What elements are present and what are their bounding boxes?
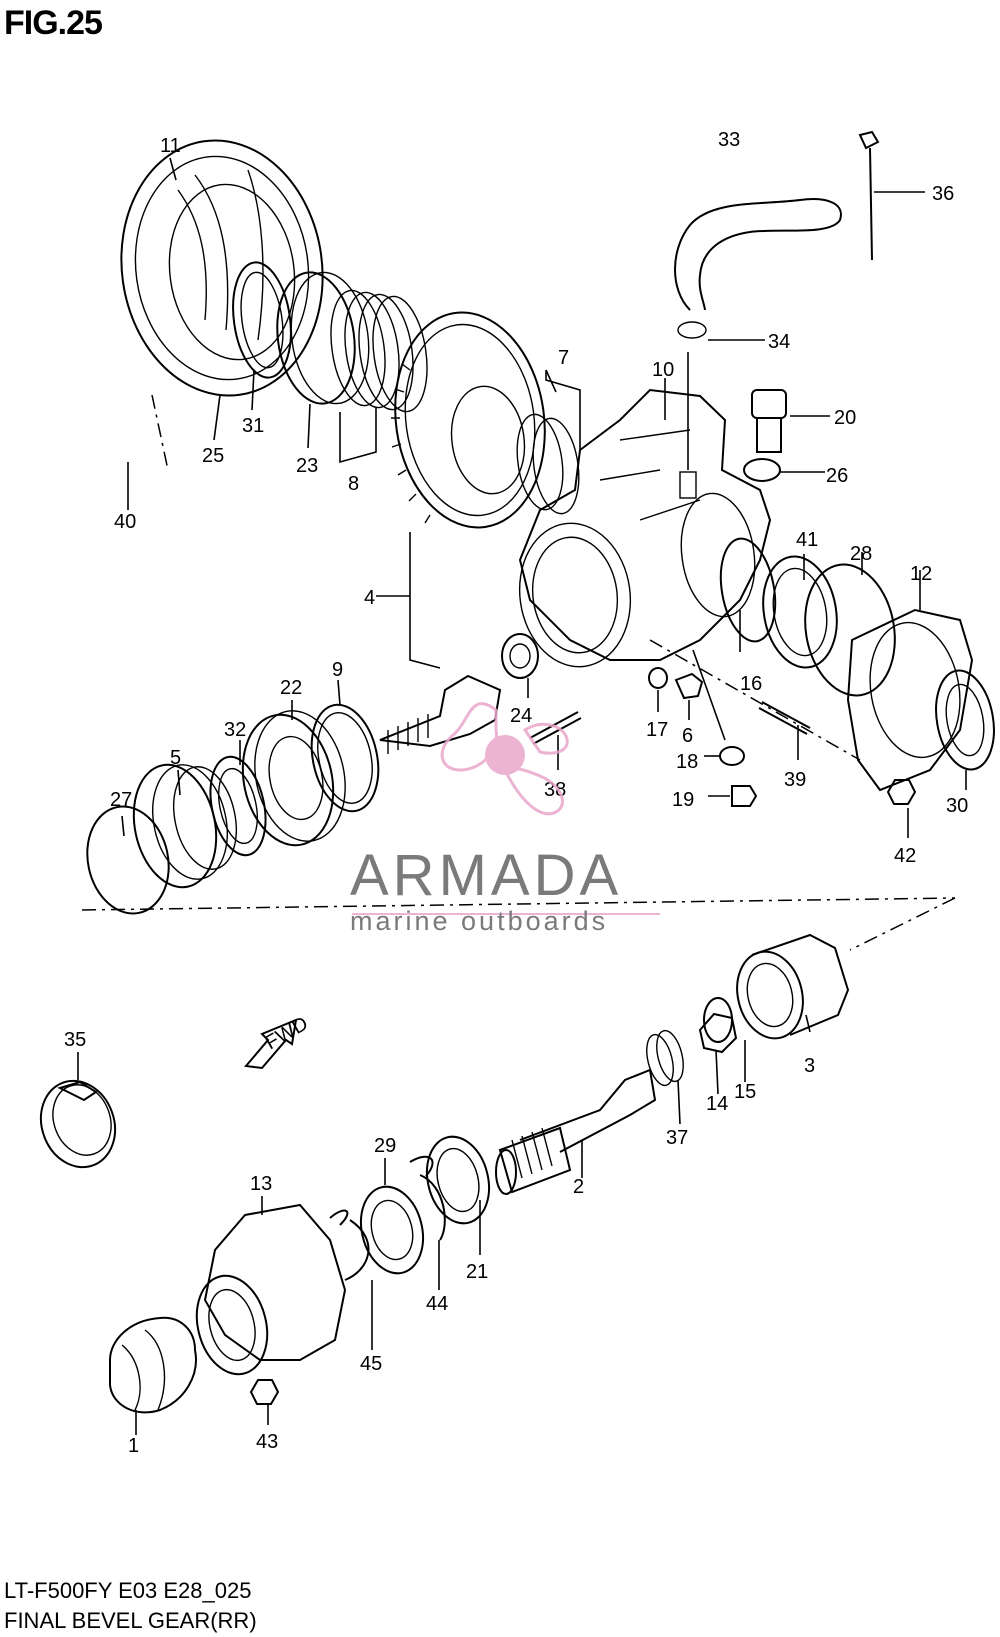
callout-39: 39 xyxy=(784,769,806,791)
callout-8: 8 xyxy=(348,473,359,495)
callout-10: 10 xyxy=(652,359,674,381)
callout-1: 1 xyxy=(128,1435,139,1457)
callout-13: 13 xyxy=(250,1173,272,1195)
callout-27: 27 xyxy=(110,789,132,811)
callout-3: 3 xyxy=(804,1055,815,1077)
part-left-bearing-stack xyxy=(86,703,380,915)
propeller-blade-2 xyxy=(503,766,564,816)
part-drain-bolt xyxy=(743,389,830,482)
callout-5: 5 xyxy=(170,747,181,769)
part-studs-and-fasteners xyxy=(529,649,811,807)
part-cover-gasket xyxy=(120,139,324,471)
part-lower-bearing-clips xyxy=(329,1135,490,1281)
watermark-brand: ARMADA xyxy=(350,843,623,908)
callout-11: 11 xyxy=(160,135,181,157)
assembly-name: FINAL BEVEL GEAR(RR) xyxy=(4,1608,257,1633)
fwd-label: FWD xyxy=(262,1013,312,1055)
callout-24: 24 xyxy=(510,705,532,727)
part-breather-hose xyxy=(674,130,925,341)
callout-41: 41 xyxy=(796,529,818,551)
callout-40: 40 xyxy=(114,511,136,533)
callout-37: 37 xyxy=(666,1127,688,1149)
fwd-arrow-icon: FWD xyxy=(244,1013,312,1070)
part-hose-clamp xyxy=(39,1079,117,1169)
callout-30: 30 xyxy=(946,795,968,817)
part-bevel-ring-gear xyxy=(391,311,580,669)
callout-45: 45 xyxy=(360,1353,382,1375)
part-boot xyxy=(109,1316,197,1414)
callout-7: 7 xyxy=(558,347,569,369)
callout-15: 15 xyxy=(734,1081,756,1103)
callout-14: 14 xyxy=(706,1093,728,1115)
callout-16: 16 xyxy=(740,673,762,695)
part-drive-shaft xyxy=(495,1029,684,1195)
part-sleeve xyxy=(698,933,850,1054)
callout-9: 9 xyxy=(332,659,343,681)
watermark-tagline: marine outboards xyxy=(350,906,609,936)
part-differential-housing xyxy=(518,352,861,761)
callout-20: 20 xyxy=(834,407,856,429)
callout-35: 35 xyxy=(64,1029,86,1051)
callout-21: 21 xyxy=(466,1261,488,1283)
callout-2: 2 xyxy=(573,1176,584,1198)
callout-19: 19 xyxy=(672,789,694,811)
callout-33: 33 xyxy=(718,129,740,151)
callout-44: 44 xyxy=(426,1293,448,1315)
callout-6: 6 xyxy=(682,725,693,747)
callout-22: 22 xyxy=(280,677,302,699)
callout-numbers: 1 2 3 4 5 6 7 8 9 10 11 12 13 14 15 16 1… xyxy=(64,129,968,1457)
callout-25: 25 xyxy=(202,445,224,467)
propeller-blade-3 xyxy=(522,722,569,755)
propeller-hub xyxy=(485,735,525,775)
callout-36: 36 xyxy=(932,183,954,205)
callout-28: 28 xyxy=(850,543,872,565)
part-pinion-shaft xyxy=(379,633,539,754)
callout-26: 26 xyxy=(826,465,848,487)
model-code: LT-F500FY E03 E28_025 xyxy=(4,1578,252,1603)
figure-title: FIG.25 xyxy=(4,4,103,42)
callout-18: 18 xyxy=(676,751,698,773)
watermark-propeller-icon xyxy=(352,702,660,915)
callout-12: 12 xyxy=(910,563,932,585)
callout-31: 31 xyxy=(242,415,264,437)
callout-32: 32 xyxy=(224,719,246,741)
callout-17: 17 xyxy=(646,719,668,741)
callout-43: 43 xyxy=(256,1431,278,1453)
callout-4: 4 xyxy=(364,587,375,609)
part-right-seals-flange xyxy=(719,537,995,805)
callout-42: 42 xyxy=(894,845,916,867)
part-bearing-rings xyxy=(232,261,428,413)
callout-34: 34 xyxy=(768,331,790,353)
callout-29: 29 xyxy=(374,1135,396,1157)
part-lower-housing xyxy=(195,1203,347,1405)
callout-23: 23 xyxy=(296,455,318,477)
